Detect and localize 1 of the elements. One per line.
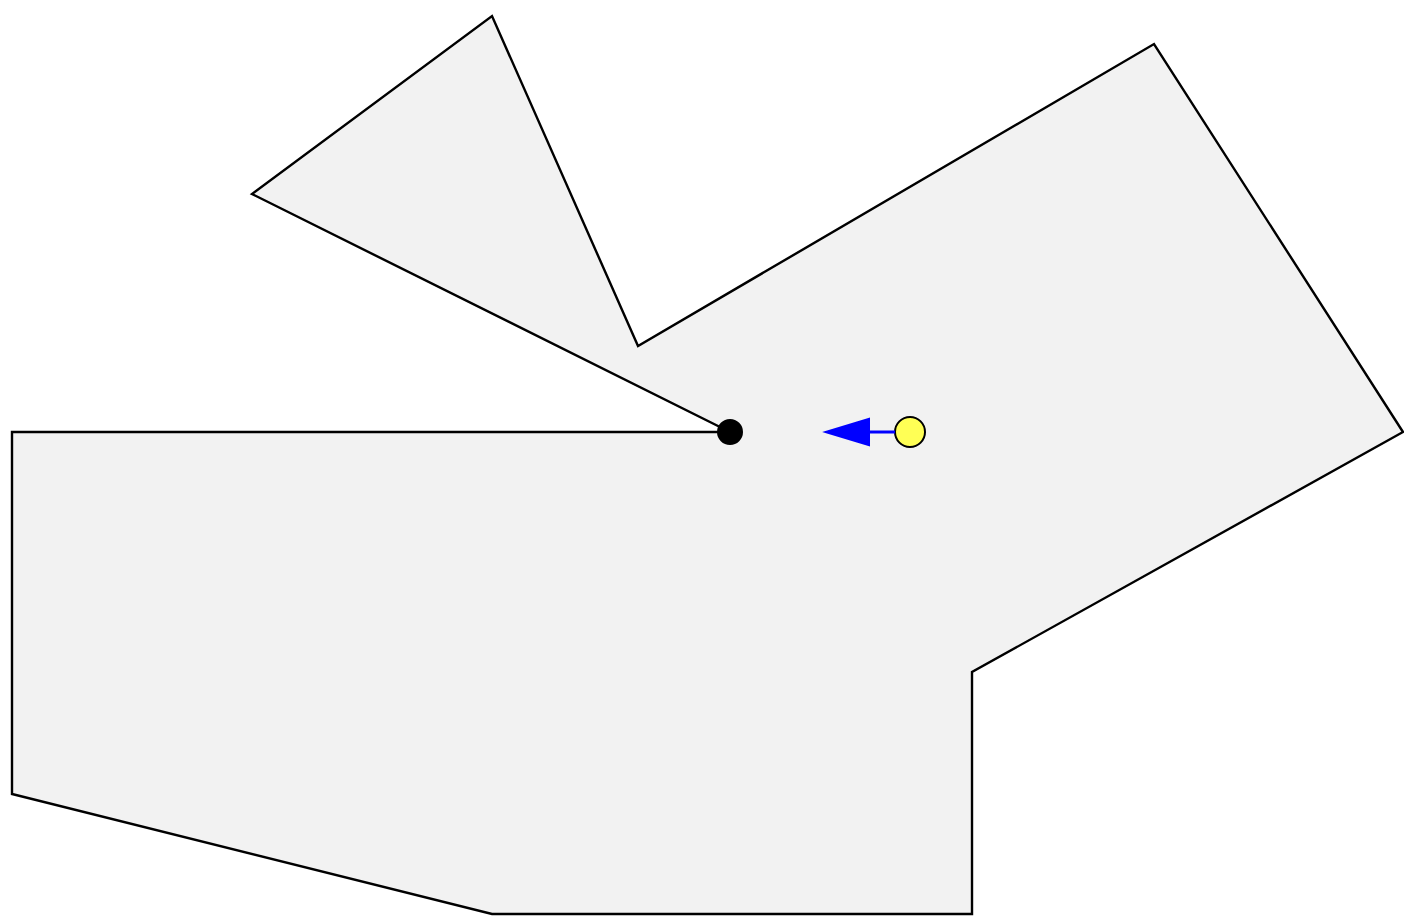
point-dot [894,416,926,448]
